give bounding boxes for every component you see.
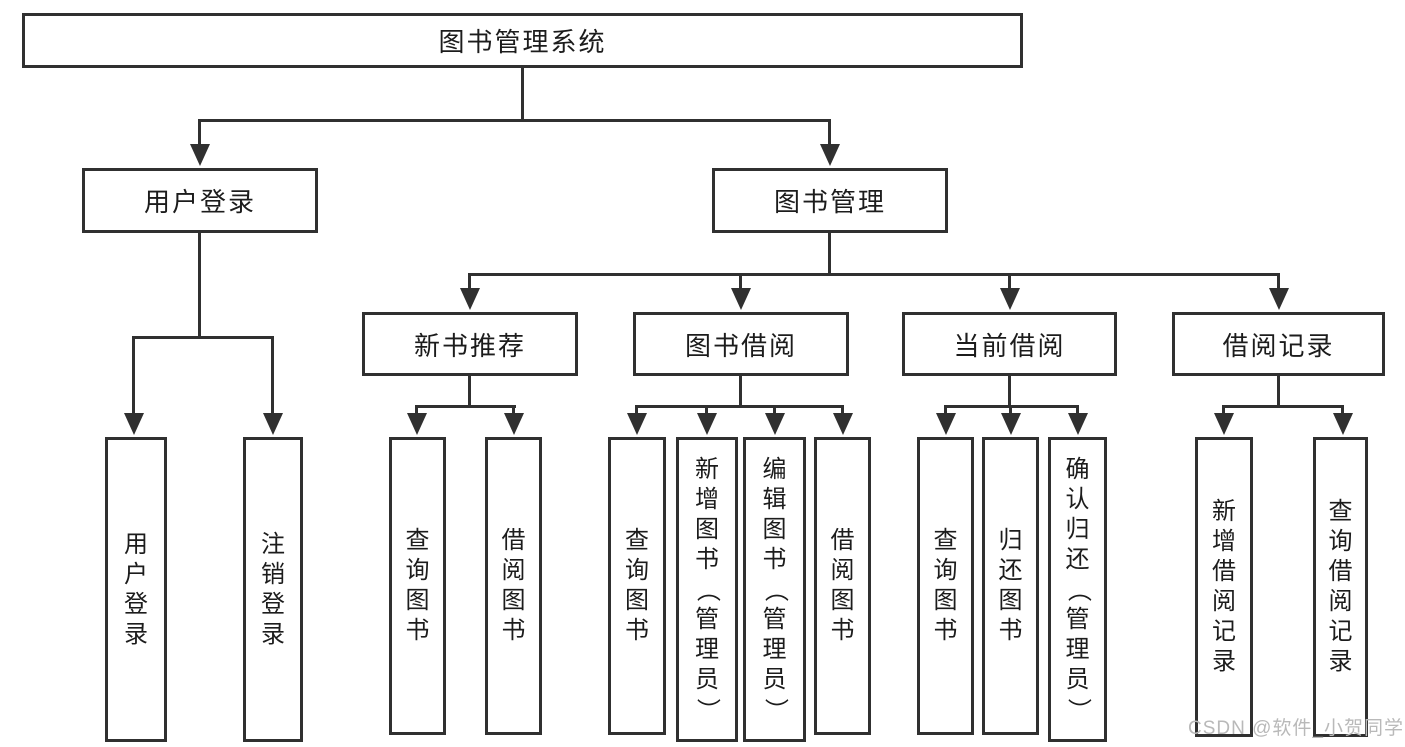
node-new-book-recommendation: 新书推荐	[362, 312, 578, 376]
arrowhead-down-icon	[124, 413, 144, 435]
connector-line	[739, 376, 742, 408]
arrowhead-down-icon	[627, 413, 647, 435]
node-label: 图书借阅	[684, 330, 797, 361]
connector-line	[1222, 405, 1344, 408]
connector-line	[635, 405, 638, 417]
node-label: 借阅记录	[1222, 330, 1335, 361]
node-add-borrow-record: 新增借阅记录	[1195, 437, 1253, 737]
connector-line	[635, 405, 844, 408]
node-borrowing-records: 借阅记录	[1172, 312, 1385, 376]
node-label: 用户登录	[143, 187, 256, 217]
node-label: 编辑图书（管理员）	[761, 455, 789, 722]
connector-line	[521, 68, 524, 122]
node-label: 图书管理系统	[438, 27, 607, 57]
node-label: 新书推荐	[413, 330, 526, 361]
arrowhead-down-icon	[1269, 288, 1289, 310]
arrowhead-down-icon	[407, 413, 427, 435]
connector-line	[132, 336, 135, 416]
connector-line	[1076, 405, 1079, 417]
arrowhead-down-icon	[833, 413, 853, 435]
connector-line	[1008, 376, 1011, 408]
node-borrow-books-borrowing: 借阅图书	[814, 437, 871, 735]
connector-line	[828, 119, 831, 147]
connector-line	[468, 376, 471, 408]
node-label: 新增借阅记录	[1212, 498, 1236, 675]
connector-line	[944, 405, 947, 417]
connector-line	[271, 336, 274, 416]
node-label: 当前借阅	[953, 330, 1066, 361]
connector-line	[468, 273, 1280, 276]
node-current-borrowing: 当前借阅	[902, 312, 1117, 376]
arrowhead-down-icon	[1333, 413, 1353, 435]
connector-line	[1222, 405, 1225, 417]
node-user-login: 用户登录	[105, 437, 167, 742]
node-logout: 注销登录	[243, 437, 303, 742]
connector-line	[415, 405, 516, 408]
arrowhead-down-icon	[820, 144, 840, 166]
arrowhead-down-icon	[1001, 413, 1021, 435]
node-label: 查询图书	[405, 527, 430, 644]
node-book-management: 图书管理	[712, 168, 948, 233]
connector-line	[1277, 273, 1280, 291]
node-label: 归还图书	[998, 527, 1023, 644]
arrowhead-down-icon	[765, 413, 785, 435]
node-query-borrow-record: 查询借阅记录	[1313, 437, 1368, 737]
arrowhead-down-icon	[263, 413, 283, 435]
arrowhead-down-icon	[190, 144, 210, 166]
connector-line	[1341, 405, 1344, 417]
csdn-watermark: CSDN @软件_小贺同学	[1188, 718, 1404, 739]
node-query-books-recommend: 查询图书	[389, 437, 446, 735]
node-query-books-borrowing: 查询图书	[608, 437, 666, 735]
connector-line	[705, 405, 708, 417]
node-label: 图书管理	[773, 187, 886, 217]
arrowhead-down-icon	[1214, 413, 1234, 435]
connector-line	[468, 273, 471, 291]
connector-line	[198, 119, 831, 122]
connector-line	[1009, 405, 1012, 417]
connector-line	[828, 233, 831, 276]
connector-line	[512, 405, 515, 417]
node-label: 查询图书	[933, 527, 958, 644]
connector-line	[1008, 273, 1011, 291]
node-book-borrowing: 图书借阅	[633, 312, 849, 376]
connector-line	[773, 405, 776, 417]
connector-line	[1277, 376, 1280, 408]
connector-line	[415, 405, 418, 417]
arrowhead-down-icon	[936, 413, 956, 435]
arrowhead-down-icon	[697, 413, 717, 435]
node-label: 借阅图书	[830, 527, 855, 644]
connector-line	[198, 119, 201, 147]
node-label: 注销登录	[261, 530, 285, 648]
arrowhead-down-icon	[504, 413, 524, 435]
node-library-management-system: 图书管理系统	[22, 13, 1023, 68]
connector-line	[132, 336, 274, 339]
node-add-book-admin: 新增图书（管理员）	[676, 437, 738, 742]
node-label: 借阅图书	[501, 527, 526, 644]
node-borrow-books-recommend: 借阅图书	[485, 437, 542, 735]
arrowhead-down-icon	[1068, 413, 1088, 435]
arrowhead-down-icon	[731, 288, 751, 310]
connector-line	[841, 405, 844, 417]
arrowhead-down-icon	[460, 288, 480, 310]
node-label: 查询借阅记录	[1328, 498, 1353, 675]
node-label: 查询图书	[625, 527, 649, 644]
node-label: 确认归还（管理员）	[1064, 455, 1092, 722]
connector-line	[198, 233, 201, 339]
node-return-book: 归还图书	[982, 437, 1039, 735]
node-query-books-current: 查询图书	[917, 437, 974, 735]
node-label: 新增图书（管理员）	[694, 455, 721, 722]
connector-line	[739, 273, 742, 291]
node-user-login-group: 用户登录	[82, 168, 318, 233]
node-confirm-return-admin: 确认归还（管理员）	[1048, 437, 1107, 742]
arrowhead-down-icon	[1000, 288, 1020, 310]
node-edit-book-admin: 编辑图书（管理员）	[743, 437, 806, 742]
node-label: 用户登录	[124, 530, 148, 648]
